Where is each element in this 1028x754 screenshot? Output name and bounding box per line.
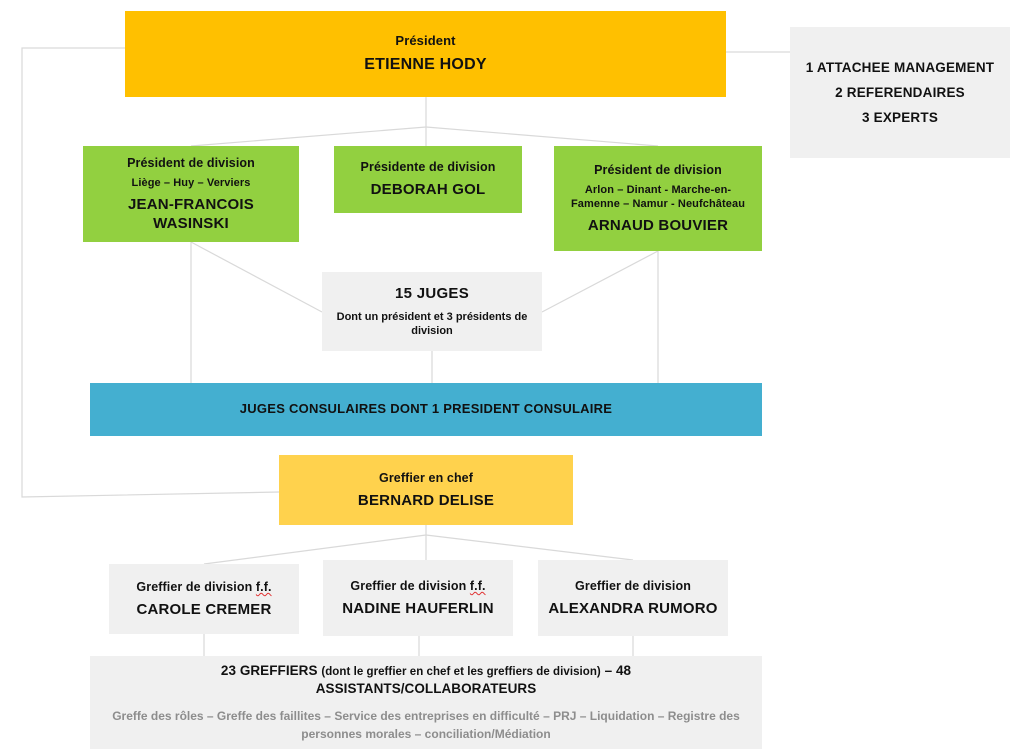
support-staff-line-2: 2 REFERENDAIRES [835,84,965,100]
chief-clerk-role: Greffier en chef [379,470,473,485]
division-arlon-scope: Arlon – Dinant - Marche-en-Famenne – Nam… [570,183,746,210]
clerk-hauferlin-role: Greffier de division f.f. [350,578,486,593]
connector-chief-clerk-to-rumoro [425,534,634,561]
division-liege-person: JEAN-FRANCOIS WASINSKI [128,195,254,233]
node-division-liege[interactable]: Président de division Liège – Huy – Verv… [83,146,299,242]
clerk-cremer-role: Greffier de division f.f. [136,579,272,594]
support-staff-line-1: 1 ATTACHEE MANAGEMENT [805,59,995,75]
chief-clerk-person: BERNARD DELISE [357,491,495,509]
connector-president-to-div-liege [190,126,427,147]
connector-div-arlon-to-judges [541,250,659,313]
footer-services: Greffe des rôles – Greffe des faillites … [112,709,740,741]
clerk-rumoro-role: Greffier de division [575,578,691,593]
clerk-hauferlin-person: NADINE HAUFERLIN [342,599,494,617]
connector-president-to-div-arlon [425,126,659,147]
president-role: Président [395,32,456,48]
node-division-center[interactable]: Présidente de division DEBORAH GOL [334,146,522,213]
division-center-person: DEBORAH GOL [370,181,486,199]
division-center-role: Présidente de division [360,160,496,175]
clerk-rumoro-person: ALEXANDRA RUMORO [548,599,718,617]
clerk-cremer-ff-marker: f.f. [255,579,272,594]
node-clerk-rumoro[interactable]: Greffier de division ALEXANDRA RUMORO [538,560,728,636]
judges-detail: Dont un président et 3 présidents de div… [336,311,528,338]
node-judges[interactable]: 15 JUGES Dont un président et 3 présiden… [322,272,542,351]
division-arlon-person: ARNAUD BOUVIER [587,216,729,234]
clerk-hauferlin-ff-marker: f.f. [469,578,486,593]
node-support-staff[interactable]: 1 ATTACHEE MANAGEMENT 2 REFERENDAIRES 3 … [790,27,1010,158]
node-division-arlon[interactable]: Président de division Arlon – Dinant - M… [554,146,762,251]
connector-div-liege-to-judges [190,241,323,313]
footer-headcount: 23 GREFFIERS (dont le greffier en chef e… [220,663,632,696]
consular-judges-banner: JUGES CONSULAIRES DONT 1 PRESIDENT CONSU… [239,401,613,417]
node-clerk-cremer[interactable]: Greffier de division f.f. CAROLE CREMER [109,564,299,634]
node-clerk-hauferlin[interactable]: Greffier de division f.f. NADINE HAUFERL… [323,560,513,636]
node-consular-judges[interactable]: JUGES CONSULAIRES DONT 1 PRESIDENT CONSU… [90,383,762,436]
president-person: ETIENNE HODY [364,55,487,73]
node-clerks-footer[interactable]: 23 GREFFIERS (dont le greffier en chef e… [90,656,762,749]
division-liege-scope: Liège – Huy – Verviers [131,176,251,189]
division-liege-role: Président de division [127,155,255,170]
judges-count: 15 JUGES [394,285,470,303]
node-chief-clerk[interactable]: Greffier en chef BERNARD DELISE [279,455,573,525]
clerk-cremer-person: CAROLE CREMER [136,600,272,618]
support-staff-line-3: 3 EXPERTS [861,110,939,126]
node-president[interactable]: Président ETIENNE HODY [125,11,726,97]
division-arlon-role: Président de division [594,162,722,177]
